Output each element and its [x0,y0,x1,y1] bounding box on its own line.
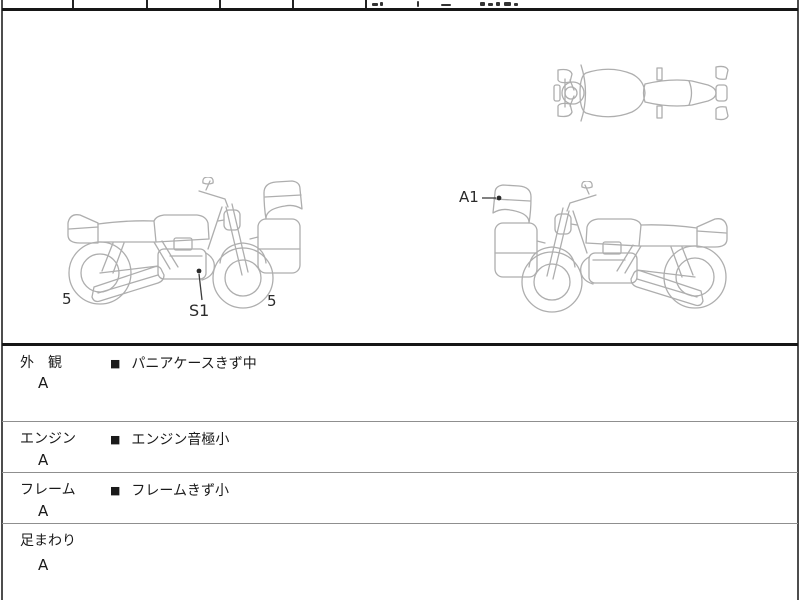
condition-note: ■ エンジン音極小 [110,429,229,449]
header-cell-divider [292,0,294,8]
clipped-text-fragment [441,4,451,6]
category-label: エンジン [20,431,76,447]
clipped-text-fragment [488,3,493,6]
clipped-text-fragment [496,2,500,6]
rear-tire-mark: 5 [62,290,72,308]
header-cell-divider [219,0,221,8]
category-label: フレーム [20,482,76,498]
note-text: パニアケースきず中 [131,356,257,372]
grade-value: A [38,556,49,574]
diagram-area: 5 S1 5 A1 [0,11,800,343]
clipped-text-fragment [480,2,485,6]
category-label: 外 観 [20,355,62,371]
clipped-text-fragment [417,1,419,7]
note-bullet-icon: ■ [110,432,121,446]
condition-note: ■ フレームきず小 [110,480,229,500]
condition-row-engine: エンジン A ■ エンジン音極小 [2,422,798,473]
clipped-text-fragment [514,3,518,6]
note-bullet-icon: ■ [110,483,121,497]
front-tire-mark: 5 [267,292,277,310]
grade-value: A [38,451,49,469]
header-cell-divider [72,0,74,8]
note-text: フレームきず小 [131,483,229,499]
note-text: エンジン音極小 [131,432,230,448]
category-label: 足まわり [20,533,76,549]
a1-scratch-mark: A1 [459,188,479,206]
note-bullet-icon: ■ [110,356,121,370]
header-cell-divider [146,0,148,8]
condition-row-undercarriage: 足まわり A [2,524,798,598]
condition-note: ■ パニアケースきず中 [110,353,257,373]
header-cell-divider [365,0,367,8]
clipped-header-row [2,0,798,11]
clipped-text-fragment [504,2,511,6]
condition-table: 外 観 A ■ パニアケースきず中 エンジン A ■ エンジン音極小 フレーム … [2,343,798,598]
grade-value: A [38,502,49,520]
sheet-right-border [797,0,799,600]
sheet-left-border [1,0,3,600]
condition-row-frame: フレーム A ■ フレームきず小 [2,473,798,524]
condition-row-exterior: 外 観 A ■ パニアケースきず中 [2,346,798,422]
side-view-bike-right-illustration [492,181,728,313]
top-view-bike-illustration [553,64,729,122]
grade-value: A [38,374,49,392]
clipped-text-fragment [372,3,378,6]
s1-scratch-mark: S1 [189,301,210,320]
clipped-text-fragment [380,2,383,6]
